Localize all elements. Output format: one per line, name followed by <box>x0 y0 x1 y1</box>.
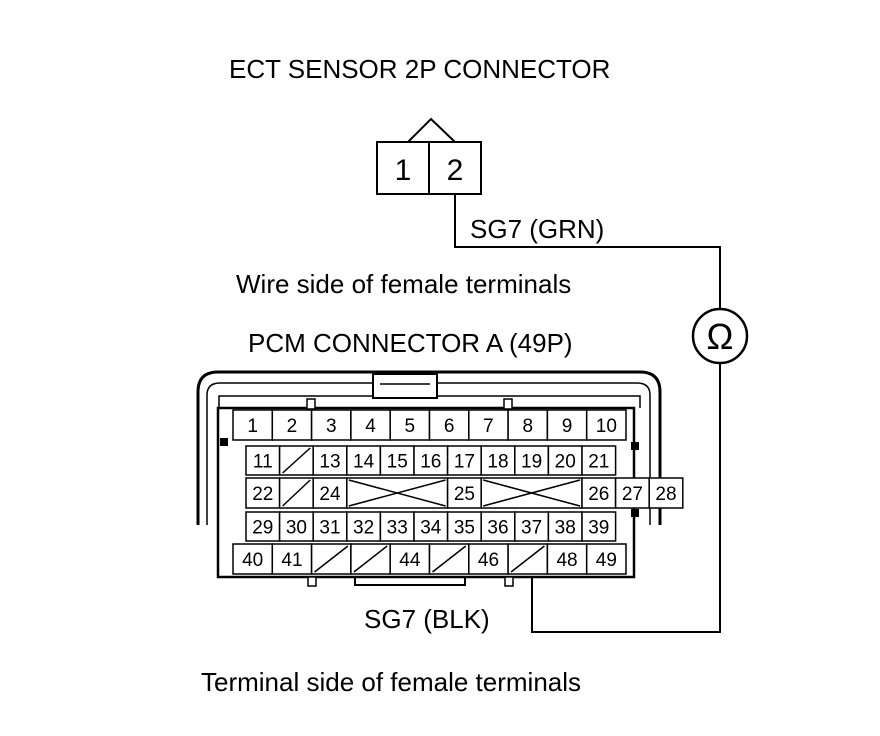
terminal-number: 35 <box>454 518 475 539</box>
terminal-number: 21 <box>588 452 609 473</box>
terminal-number: 1 <box>247 416 258 437</box>
terminal-cell <box>614 477 650 509</box>
terminal-cell <box>648 477 684 509</box>
ohm-icon: Ω <box>707 316 734 357</box>
terminal-number: 24 <box>319 484 341 505</box>
terminal-number: 49 <box>596 550 617 571</box>
terminal-cell <box>245 477 281 509</box>
terminal-number: 13 <box>319 452 340 473</box>
ect-pin-2: 2 <box>447 154 464 187</box>
terminal-cell <box>312 477 348 509</box>
terminal-cell <box>232 543 274 575</box>
upper-wire-label: SG7 (GRN) <box>470 214 605 244</box>
terminal-number: 15 <box>387 452 408 473</box>
terminal-cell <box>507 409 549 441</box>
ohmmeter: Ω <box>691 307 749 365</box>
terminal-cell <box>546 543 588 575</box>
lower-wire-label: SG7 (BLK) <box>364 604 490 634</box>
terminal-number: 27 <box>622 484 643 505</box>
terminal-number: 25 <box>454 484 475 505</box>
blank-terminal-slash <box>510 545 545 573</box>
blank-terminal-slash <box>282 479 311 507</box>
terminal-number: 30 <box>286 518 307 539</box>
terminal-number: 28 <box>655 484 676 505</box>
terminal-number: 41 <box>281 550 302 571</box>
ect-connector-title: ECT SENSOR 2P CONNECTOR <box>229 54 611 84</box>
terminal-cell <box>232 409 274 441</box>
terminal-cell <box>480 511 516 542</box>
terminal-number: 19 <box>521 452 542 473</box>
terminal-cell <box>245 511 281 542</box>
terminal-number: 38 <box>555 518 576 539</box>
wire-side-label: Wire side of female terminals <box>236 269 572 299</box>
terminal-cell <box>271 543 313 575</box>
terminal-number: 20 <box>555 452 576 473</box>
terminal-cell <box>547 445 583 476</box>
terminal-number: 11 <box>253 452 273 473</box>
terminal-number: 8 <box>522 416 533 437</box>
terminal-cell <box>428 409 470 441</box>
blank-terminal-slash <box>353 545 388 573</box>
ect-connector <box>376 117 482 195</box>
terminal-cell <box>480 445 516 476</box>
terminal-number: 34 <box>420 518 442 539</box>
terminal-number: 10 <box>596 416 617 437</box>
terminal-number: 14 <box>353 452 375 473</box>
terminal-cell <box>271 409 313 441</box>
terminal-number: 26 <box>588 484 609 505</box>
terminal-cell <box>346 511 382 542</box>
terminal-number: 48 <box>556 550 577 571</box>
terminal-cell <box>346 445 382 476</box>
terminal-cell <box>389 543 431 575</box>
terminal-cell <box>547 511 583 542</box>
terminal-number: 16 <box>420 452 441 473</box>
terminal-cell <box>581 445 617 476</box>
terminal-number: 22 <box>252 484 273 505</box>
sg7-grn-wire <box>454 194 721 310</box>
blank-terminal-slash <box>282 447 311 474</box>
pcm-connector-title: PCM CONNECTOR A (49P) <box>248 328 573 358</box>
terminal-number: 6 <box>444 416 455 437</box>
terminal-number: 31 <box>319 518 340 539</box>
blank-terminal-slash <box>432 545 467 573</box>
terminal-cell <box>581 511 617 542</box>
terminal-cell <box>446 477 482 509</box>
blocked-terminal-cross <box>483 479 581 507</box>
terminal-number: 9 <box>562 416 573 437</box>
terminal-cell <box>245 445 281 476</box>
terminal-cell <box>413 511 449 542</box>
terminal-number: 7 <box>483 416 494 437</box>
terminal-cell <box>468 409 509 441</box>
terminal-number: 32 <box>353 518 374 539</box>
terminal-cell <box>312 445 348 476</box>
terminal-number: 44 <box>399 550 421 571</box>
terminal-number: 33 <box>387 518 408 539</box>
terminal-number: 40 <box>242 550 263 571</box>
terminal-number: 5 <box>405 416 416 437</box>
ect-pin-1: 1 <box>395 154 412 187</box>
terminal-number: 4 <box>365 416 376 437</box>
terminal-cell <box>379 445 415 476</box>
terminal-number: 29 <box>252 518 273 539</box>
terminal-number: 36 <box>487 518 508 539</box>
terminal-cell <box>585 409 627 441</box>
sg7-blk-wire <box>531 363 721 633</box>
blank-terminal-slash <box>314 545 349 573</box>
blocked-terminal-cross <box>348 479 446 507</box>
terminal-side-label: Terminal side of female terminals <box>201 667 582 697</box>
terminal-number: 17 <box>454 452 475 473</box>
terminal-cell <box>585 543 627 575</box>
terminal-number: 3 <box>326 416 337 437</box>
terminal-cell <box>446 445 482 476</box>
terminal-number: 37 <box>521 518 542 539</box>
terminal-cell <box>389 409 431 441</box>
terminal-number: 18 <box>487 452 508 473</box>
terminal-number: 39 <box>588 518 609 539</box>
terminal-number: 2 <box>287 416 298 437</box>
terminal-cell <box>546 409 588 441</box>
terminal-cell <box>278 511 314 542</box>
terminal-number: 46 <box>478 550 499 571</box>
